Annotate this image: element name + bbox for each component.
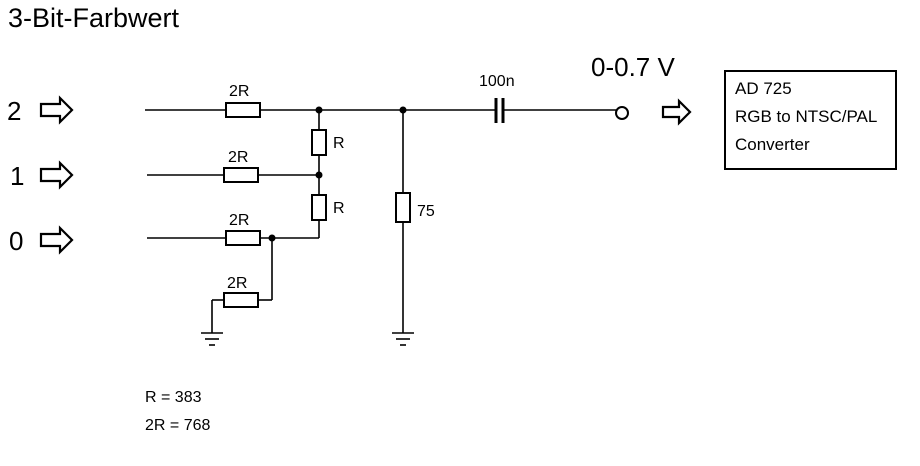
input-label-bit0: 0 bbox=[9, 226, 23, 256]
output-terminal bbox=[615, 106, 629, 120]
input-arrow-bit2 bbox=[39, 95, 74, 125]
output-voltage-label: 0-0.7 V bbox=[591, 52, 675, 82]
input-arrow-bit0 bbox=[39, 225, 74, 255]
capacitor-label: 100n bbox=[479, 73, 515, 90]
resistor-ladder-lower bbox=[311, 194, 327, 221]
junction-dot bbox=[315, 171, 323, 179]
resistor-bit2 bbox=[225, 102, 261, 118]
resistor-ground-label: 2R bbox=[227, 275, 247, 292]
capacitor bbox=[494, 98, 505, 123]
input-label-bit1: 1 bbox=[10, 161, 24, 191]
resistor-bit1 bbox=[223, 167, 259, 183]
diagram-title: 3-Bit-Farbwert bbox=[8, 3, 180, 33]
resistor-bit2-label: 2R bbox=[229, 83, 249, 100]
resistor-bit0-label: 2R bbox=[229, 212, 249, 229]
resistor-ladder-lower-label: R bbox=[333, 200, 345, 217]
input-arrow-bit1 bbox=[39, 160, 74, 190]
legend-2r-value: 2R = 768 bbox=[145, 417, 210, 434]
wires bbox=[145, 109, 616, 333]
legend-r-value: R = 383 bbox=[145, 389, 202, 406]
resistor-load bbox=[395, 192, 411, 223]
resistor-ground bbox=[223, 292, 259, 308]
resistor-bit1-label: 2R bbox=[228, 149, 248, 166]
converter-box bbox=[724, 70, 897, 170]
junction-dot bbox=[399, 106, 407, 114]
resistor-load-label: 75 bbox=[417, 203, 435, 220]
input-label-bit2: 2 bbox=[7, 96, 21, 126]
junction-dot bbox=[315, 106, 323, 114]
junctions bbox=[268, 106, 407, 242]
junction-dot bbox=[268, 234, 276, 242]
converter-line2: RGB to NTSC/PAL bbox=[735, 107, 877, 126]
ground-symbol-right bbox=[392, 332, 414, 346]
resistor-bit0 bbox=[225, 230, 261, 246]
converter-line1: AD 725 bbox=[735, 79, 792, 98]
ground-symbol-left bbox=[201, 332, 223, 346]
resistor-ladder-upper-label: R bbox=[333, 135, 345, 152]
output-arrow bbox=[661, 98, 692, 126]
resistor-ladder-upper bbox=[311, 129, 327, 156]
converter-line3: Converter bbox=[735, 135, 810, 154]
